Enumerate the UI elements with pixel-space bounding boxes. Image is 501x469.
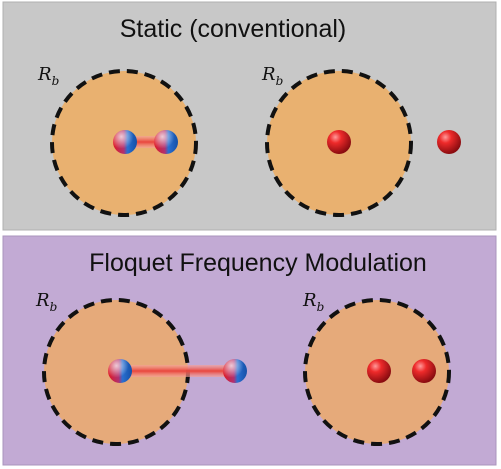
rb-sub: b [317, 300, 325, 314]
rb-sub: b [50, 300, 58, 314]
atom-bond [121, 365, 233, 377]
rydberg-atom [367, 359, 391, 383]
static-panel-title: Static (conventional) [120, 15, 347, 43]
rb-main: R [261, 64, 276, 85]
rydberg-atom [437, 130, 461, 154]
blockade-radius-label: Rb [261, 64, 283, 88]
static-left-blockade: Rb [37, 64, 198, 217]
superposition-atom [108, 359, 132, 383]
rydberg-atom [412, 359, 436, 383]
superposition-atom [154, 130, 178, 154]
static-right-blockade: Rb [261, 64, 461, 217]
floquet-right-blockade: Rb [302, 290, 451, 446]
superposition-atom [113, 130, 137, 154]
rb-sub: b [276, 74, 284, 88]
blockade-radius-label: Rb [302, 290, 324, 314]
floquet-panel: Floquet Frequency Modulation Rb Rb [2, 235, 497, 466]
rb-main: R [302, 290, 317, 311]
superposition-atom [223, 359, 247, 383]
rydberg-atom [327, 130, 351, 154]
blockade-radius-label: Rb [37, 64, 59, 88]
rb-main: R [35, 290, 50, 311]
rb-sub: b [52, 74, 60, 88]
blockade-radius-label: Rb [35, 290, 57, 314]
floquet-panel-title: Floquet Frequency Modulation [89, 249, 427, 277]
rb-main: R [37, 64, 52, 85]
static-panel: Static (conventional) Rb Rb [2, 1, 497, 231]
floquet-left-blockade: Rb [35, 290, 247, 446]
